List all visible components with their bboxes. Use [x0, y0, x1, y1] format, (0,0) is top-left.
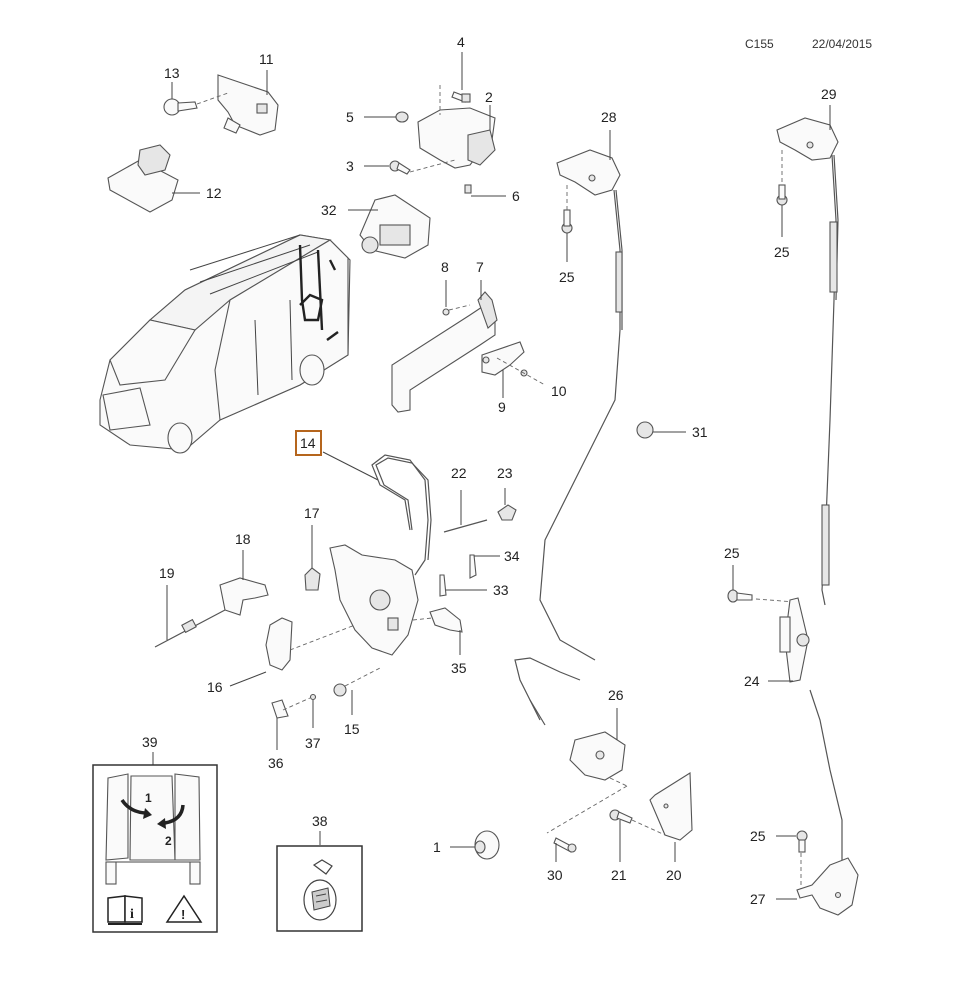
part-33-clip[interactable] [439, 574, 447, 597]
callout-38[interactable]: 38 [312, 813, 328, 829]
part-21-bolt[interactable] [609, 809, 633, 824]
callout-28[interactable]: 28 [601, 109, 617, 125]
callout-5[interactable]: 5 [346, 109, 354, 125]
callout-27[interactable]: 27 [750, 891, 766, 907]
callout-21[interactable]: 21 [611, 867, 627, 883]
instruction-box-39[interactable]: 1 2 i ! [92, 764, 218, 933]
part-1-roller[interactable] [474, 830, 500, 860]
callout-12[interactable]: 12 [206, 185, 222, 201]
part-4-bolt[interactable] [451, 91, 471, 103]
part-25-screw-b[interactable] [776, 184, 788, 206]
part-26-lower-lock-with-cable[interactable] [514, 657, 626, 781]
svg-text:i: i [130, 907, 134, 922]
callout-36[interactable]: 36 [268, 755, 284, 771]
part-35-bracket[interactable] [429, 607, 463, 633]
callout-39[interactable]: 39 [142, 734, 158, 750]
part-36-clip[interactable] [271, 699, 289, 719]
callout-16[interactable]: 16 [207, 679, 223, 695]
callout-29[interactable]: 29 [821, 86, 837, 102]
part-34-clip[interactable] [469, 554, 477, 579]
part-29-upper-latch[interactable] [776, 117, 839, 161]
callout-25-d[interactable]: 25 [750, 828, 766, 844]
callout-14[interactable]: 14 [300, 435, 316, 451]
van-location-illustration [99, 234, 351, 454]
callout-24[interactable]: 24 [744, 673, 760, 689]
part-25-screw-c[interactable] [727, 589, 753, 603]
callout-33[interactable]: 33 [493, 582, 509, 598]
callout-32[interactable]: 32 [321, 202, 337, 218]
part-12-striker-block[interactable] [107, 144, 179, 213]
part-7-exterior-handle[interactable] [391, 291, 498, 413]
part-25-screw-a[interactable] [561, 209, 573, 234]
callout-26[interactable]: 26 [608, 687, 624, 703]
callout-7[interactable]: 7 [476, 259, 484, 275]
part-24-lock[interactable] [779, 597, 810, 683]
callout-9[interactable]: 9 [498, 399, 506, 415]
part-16-handle-cover[interactable] [265, 617, 293, 671]
step-2-label: 2 [165, 834, 172, 848]
part-6-clip[interactable] [464, 184, 472, 194]
part-19-rod[interactable] [154, 609, 226, 648]
step-1-label: 1 [145, 791, 152, 805]
part-22-rod[interactable] [443, 519, 488, 533]
part-25-screw-d[interactable] [796, 830, 808, 853]
part-32-actuator-motor[interactable] [359, 194, 431, 259]
part-5-nut[interactable] [395, 111, 409, 123]
callout-2[interactable]: 2 [485, 89, 493, 105]
callout-35[interactable]: 35 [451, 660, 467, 676]
callout-17[interactable]: 17 [304, 505, 320, 521]
part-30-screw[interactable] [553, 837, 577, 853]
seat-folding-illustration [105, 773, 201, 885]
kit-box-38[interactable] [276, 845, 363, 932]
callout-8[interactable]: 8 [441, 259, 449, 275]
callout-10[interactable]: 10 [551, 383, 567, 399]
part-27-lower-latch[interactable] [796, 857, 859, 916]
callout-31[interactable]: 31 [692, 424, 708, 440]
catalog-date: 22/04/2015 [812, 37, 872, 51]
callout-22[interactable]: 22 [451, 465, 467, 481]
part-31-clip[interactable] [636, 421, 654, 439]
parts-bag-icon [303, 859, 337, 921]
callout-20[interactable]: 20 [666, 867, 682, 883]
manual-info-icon: i [107, 895, 143, 925]
callout-25-c[interactable]: 25 [724, 545, 740, 561]
part-18-bracket[interactable] [219, 577, 269, 616]
part-28-upper-latch[interactable] [556, 149, 621, 196]
callout-3[interactable]: 3 [346, 158, 354, 174]
part-15-grommet[interactable] [333, 683, 347, 697]
callout-37[interactable]: 37 [305, 735, 321, 751]
part-37-pin[interactable] [309, 693, 317, 701]
callout-14-highlight-box [295, 430, 322, 456]
callout-25-a[interactable]: 25 [559, 269, 575, 285]
callout-6[interactable]: 6 [512, 188, 520, 204]
part-3-bolt[interactable] [389, 160, 411, 175]
callout-1[interactable]: 1 [433, 839, 441, 855]
callout-23[interactable]: 23 [497, 465, 513, 481]
catalog-code: C155 [745, 37, 774, 51]
part-17-cap[interactable] [304, 567, 321, 591]
svg-text:!: ! [181, 907, 185, 922]
callout-25-b[interactable]: 25 [774, 244, 790, 260]
part-20-bracket[interactable] [649, 772, 693, 841]
callout-13[interactable]: 13 [164, 65, 180, 81]
callout-34[interactable]: 34 [504, 548, 520, 564]
part-23-clip[interactable] [497, 504, 517, 521]
part-14-door-lock-with-cable[interactable] [329, 454, 432, 656]
part-8-screw[interactable] [442, 308, 450, 316]
callout-11[interactable]: 11 [259, 51, 274, 67]
callout-4[interactable]: 4 [457, 34, 465, 50]
part-11-hinge-bracket[interactable] [217, 74, 279, 136]
callout-30[interactable]: 30 [547, 867, 563, 883]
warning-triangle-icon: ! [165, 894, 203, 923]
callout-19[interactable]: 19 [159, 565, 175, 581]
part-2-door-hinge[interactable] [417, 107, 496, 169]
part-13-screw[interactable] [163, 98, 198, 116]
callout-18[interactable]: 18 [235, 531, 251, 547]
callout-15[interactable]: 15 [344, 721, 360, 737]
